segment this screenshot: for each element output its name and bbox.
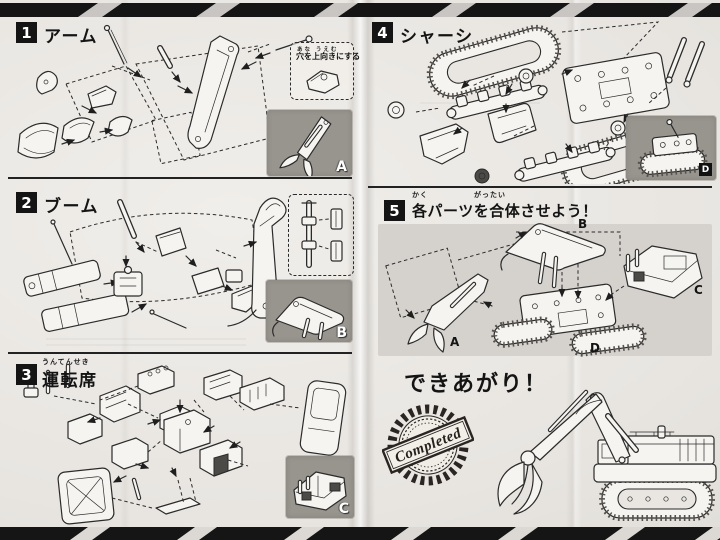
step-number: 4 bbox=[372, 22, 393, 43]
combine-label-b: B bbox=[578, 217, 587, 231]
section-title: 各パーツを合体させよう！ bbox=[412, 202, 598, 220]
result-box-c: C bbox=[286, 456, 354, 518]
section-2-boom: 2 ブーム bbox=[8, 186, 354, 350]
note-furigana: あな うえむ bbox=[297, 47, 339, 53]
top-hazard-stripe bbox=[0, 3, 720, 17]
assembly-letter: B bbox=[336, 325, 347, 341]
furigana-kaku: かく bbox=[412, 191, 428, 199]
assembly-letter: D bbox=[699, 163, 712, 176]
section-title: シャーシ bbox=[400, 27, 474, 47]
cylinder-detail-illustration bbox=[301, 200, 343, 268]
cab-exploded-diagram bbox=[23, 363, 347, 525]
section-3-cab: うんてんせき 3 運転席 bbox=[8, 356, 354, 526]
combine-label-a: A bbox=[450, 335, 460, 349]
section-divider bbox=[368, 186, 712, 188]
section-title: ブーム bbox=[44, 197, 99, 217]
section-5-combine: かく がったい 5 各パーツを合体させよう！ bbox=[366, 190, 716, 362]
combine-diagram: A B C D bbox=[378, 217, 712, 357]
section-furigana: うんてんせき bbox=[42, 358, 90, 366]
orientation-note-box: あな うえむ 穴を上向きにする bbox=[290, 42, 360, 100]
assembly-c-illustration bbox=[293, 471, 347, 511]
note-text: 穴を上向きにする bbox=[296, 52, 361, 61]
completed-headline: できあがり！ bbox=[404, 372, 549, 397]
assembly-d-illustration bbox=[637, 118, 708, 178]
boom-exploded-diagram bbox=[23, 197, 287, 332]
section-divider bbox=[8, 352, 352, 354]
cylinder-detail-inset bbox=[288, 194, 354, 276]
section-title: アーム bbox=[44, 27, 98, 47]
arm-exploded-diagram bbox=[17, 24, 313, 165]
completed-stamp: Completed bbox=[382, 404, 474, 486]
bottom-hazard-stripe bbox=[0, 527, 720, 540]
assembly-letter: A bbox=[336, 159, 347, 175]
assembly-letter: C bbox=[338, 501, 349, 517]
combine-label-d: D bbox=[590, 341, 600, 355]
result-box-a: A bbox=[267, 110, 352, 180]
result-box-b: B bbox=[266, 280, 352, 342]
assembly-b-illustration bbox=[272, 296, 345, 341]
section-4-chassis: 4 シャーシ bbox=[366, 18, 716, 184]
section-1-arm: 1 アーム bbox=[8, 20, 360, 180]
section-title: 運転席 bbox=[42, 371, 98, 391]
note-part-illustration bbox=[306, 70, 340, 94]
section-divider bbox=[8, 177, 352, 179]
step-number: 5 bbox=[384, 200, 405, 221]
step-number: 3 bbox=[16, 364, 37, 385]
step-number: 1 bbox=[16, 22, 37, 43]
furigana-gattai: がったい bbox=[474, 191, 506, 199]
step-number: 2 bbox=[16, 192, 37, 213]
assembly-a-illustration bbox=[279, 116, 332, 180]
result-box-d: D bbox=[626, 116, 716, 180]
combine-label-c: C bbox=[694, 283, 703, 297]
final-model-illustration bbox=[497, 389, 717, 521]
